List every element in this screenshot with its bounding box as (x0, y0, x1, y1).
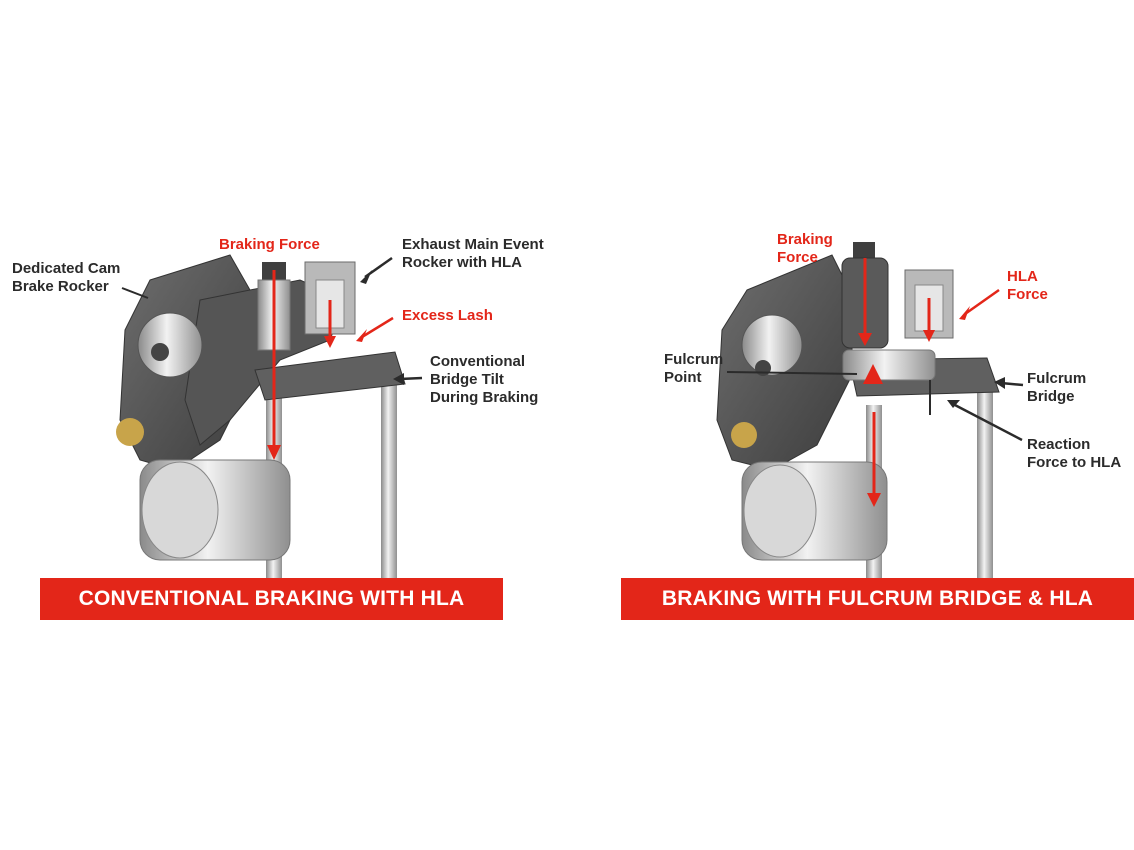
braking-force-arrowhead-down (858, 333, 872, 346)
hla-lash-arrowhead (324, 336, 336, 348)
bridge-tilt-label: Conventional Bridge Tilt During Braking (430, 353, 539, 406)
hla-force-label: HLA Force (1007, 268, 1048, 303)
braking-force-arrowhead (267, 445, 281, 460)
fulcrum-bridge-illustration (716, 242, 1024, 580)
rocker-pivot-bore (137, 312, 203, 378)
fulcrum-bridge-leader-head (994, 377, 1005, 389)
valve-stem-right (381, 385, 397, 580)
brake-piston-cap (853, 242, 875, 260)
braking-force-label: Braking Force (219, 236, 320, 253)
excess-lash-leader-head (356, 329, 367, 342)
conventional-braking-illustration (116, 254, 423, 580)
fulcrum-insert (842, 349, 936, 381)
cam-roller-face (743, 464, 817, 558)
cam-brake-rocker-leader (121, 287, 149, 299)
bronze-bushing (116, 418, 144, 446)
fulcrum-bridge-panel: Braking Force HLA Force Fulcrum Point Fu… (567, 0, 1134, 850)
braking-force-label: Braking Force (777, 231, 833, 266)
fulcrum-bridge-banner: BRAKING WITH FULCRUM BRIDGE & HLA (621, 578, 1134, 620)
reaction-force-leader-head (947, 400, 960, 408)
exhaust-rocker-label: Exhaust Main Event Rocker with HLA (402, 236, 544, 271)
fulcrum-point-leader (726, 371, 858, 375)
conventional-braking-banner: CONVENTIONAL BRAKING WITH HLA (40, 578, 503, 620)
reaction-force-leader (952, 402, 1023, 442)
fulcrum-bridge-label: Fulcrum Bridge (1027, 370, 1087, 405)
valve-force-arrowhead (867, 493, 881, 507)
fulcrum-force-up-arrowhead (863, 364, 883, 384)
rocker-pivot-bore (741, 314, 803, 376)
bridge-tilt-leader-head (393, 373, 404, 385)
cam-roller-face (141, 461, 219, 559)
conventional-bridge-tilted (254, 351, 406, 401)
hla-force-arrowhead (923, 330, 935, 342)
conventional-braking-panel: Braking Force Dedicated Cam Brake Rocker… (12, 236, 544, 620)
valve-stem-right (977, 390, 993, 580)
excess-lash-leader (361, 316, 394, 339)
reaction-force-label: Reaction Force to HLA (1027, 436, 1122, 471)
cam-brake-rocker-label: Dedicated Cam Brake Rocker (12, 260, 121, 295)
hla-force-leader (964, 288, 1000, 316)
excess-lash-label: Excess Lash (402, 307, 493, 324)
fulcrum-point-label: Fulcrum Point (664, 351, 724, 386)
exhaust-rocker-leader-head (360, 270, 372, 284)
hla-force-leader-head (959, 306, 970, 320)
bronze-bushing (731, 422, 757, 448)
rocker-pivot-hole (151, 343, 169, 361)
